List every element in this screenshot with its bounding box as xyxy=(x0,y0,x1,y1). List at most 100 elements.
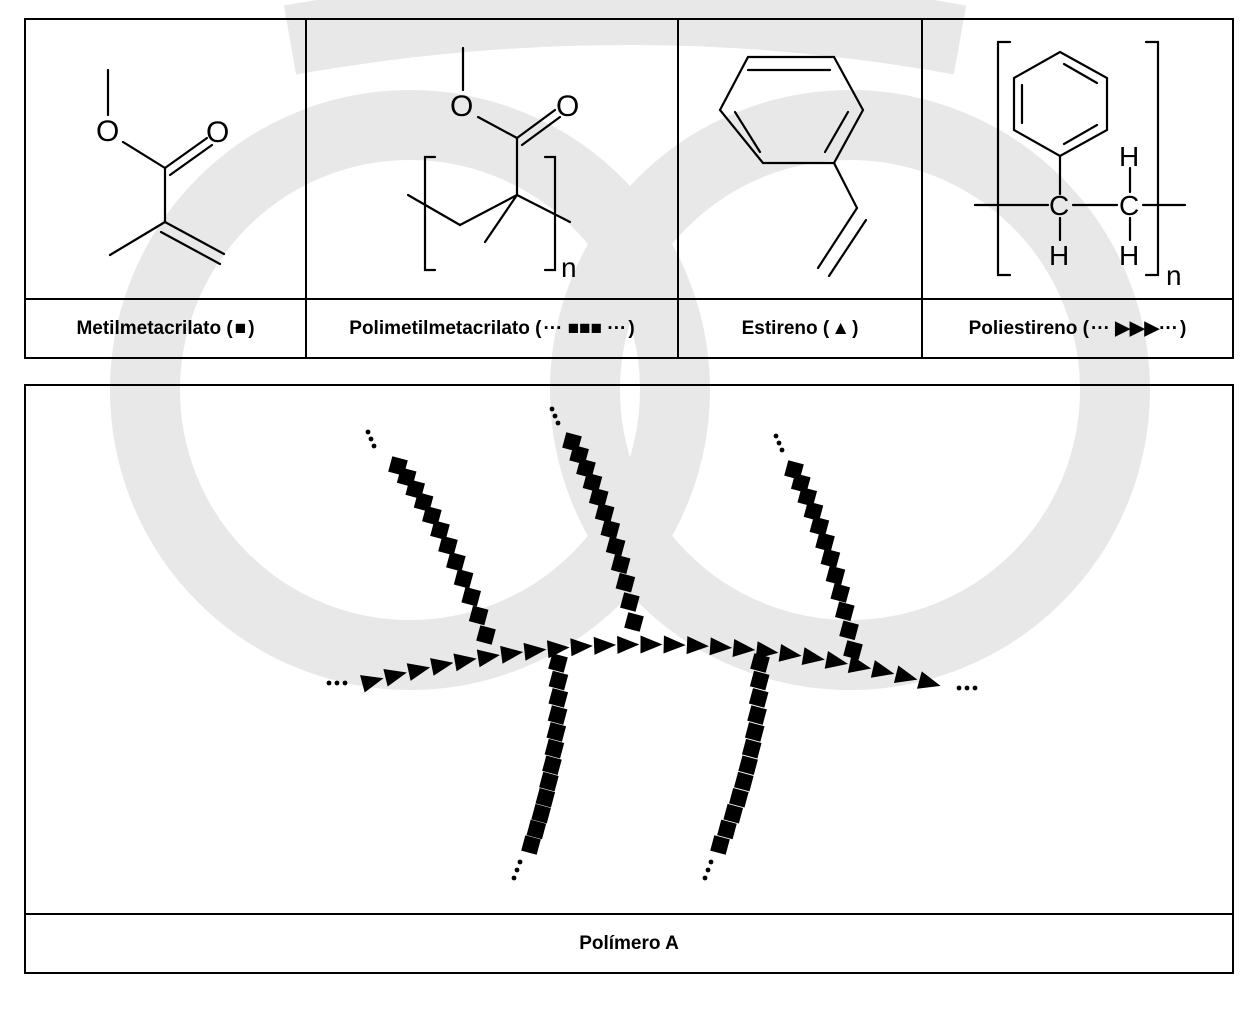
mma-square xyxy=(610,554,631,574)
label-polimetilmetacrilato: Polimetilmetacrilato (··· ■■■ ···) xyxy=(349,317,635,339)
mma-square xyxy=(453,568,474,589)
mma-square xyxy=(588,487,609,508)
styrene-triangle xyxy=(617,635,640,654)
mma-square xyxy=(820,548,841,569)
styrene-triangle xyxy=(476,649,500,668)
mma-square xyxy=(468,605,489,626)
styrene-triangle xyxy=(801,647,825,665)
mma-square xyxy=(600,519,621,540)
ellipsis-dot xyxy=(326,680,332,686)
ellipsis-dot xyxy=(552,413,558,419)
compound-table xyxy=(24,18,1234,359)
styrene-triangle xyxy=(755,641,779,660)
styrene-triangle xyxy=(453,653,477,672)
compound-name: Metilmetacrilato xyxy=(76,317,222,339)
ellipsis-dot xyxy=(972,685,978,691)
mma-square xyxy=(548,688,569,708)
mma-square xyxy=(620,592,640,612)
mma-square xyxy=(476,625,496,645)
mma-square xyxy=(803,501,824,521)
mma-square xyxy=(542,755,562,776)
styrene-triangle xyxy=(870,660,895,678)
compound-name: Polimetilmetacrilato xyxy=(349,317,530,339)
mma-square xyxy=(738,755,758,776)
styrene-triangle xyxy=(383,668,407,687)
mma-square xyxy=(615,572,636,593)
mma-square xyxy=(809,516,830,536)
table-row-divider xyxy=(24,298,1234,300)
mma-square xyxy=(548,653,568,673)
atom-label: O xyxy=(556,90,579,123)
ellipsis-dot xyxy=(334,680,340,686)
styrene-triangle xyxy=(686,636,709,655)
ellipsis-dot xyxy=(511,875,517,881)
triangle-chain-symbol: ··· ▶▶▶··· xyxy=(1090,318,1179,339)
mma-square xyxy=(461,586,481,607)
mma-square xyxy=(717,819,737,840)
mma-square xyxy=(749,670,770,691)
mma-square xyxy=(521,835,541,855)
mma-square xyxy=(790,473,811,493)
styrene-triangle xyxy=(523,642,547,661)
atom-label: O xyxy=(450,90,473,123)
mma-square xyxy=(797,486,818,507)
mma-square xyxy=(741,738,762,759)
mma-square xyxy=(748,688,769,708)
ellipsis-dot xyxy=(371,443,377,449)
styrene-triangle xyxy=(732,639,756,657)
mma-square xyxy=(723,803,744,824)
mma-square xyxy=(605,536,626,557)
atom-label: O xyxy=(206,116,229,149)
repeat-index: n xyxy=(561,252,577,283)
ellipsis-dot xyxy=(779,447,785,453)
square-chain-symbol: ··· ■■■ ··· xyxy=(543,317,627,339)
polymer-panel xyxy=(24,384,1234,974)
mma-square xyxy=(422,505,442,526)
mma-square xyxy=(546,722,567,742)
ellipsis-dot xyxy=(708,859,714,865)
styrene-triangle xyxy=(593,636,617,655)
mma-square xyxy=(734,771,754,792)
mma-square xyxy=(438,535,458,556)
mma-square xyxy=(744,722,765,742)
ellipsis-dot xyxy=(549,406,555,412)
polymer-divider xyxy=(24,913,1234,915)
ellipsis-dot xyxy=(773,433,779,439)
label-poliestireno: Poliestireno (··· ▶▶▶···) xyxy=(968,317,1187,340)
compound-name: Poliestireno xyxy=(968,317,1078,339)
mma-square xyxy=(548,670,569,691)
table-col-divider xyxy=(305,18,307,359)
atom-label: H xyxy=(1049,240,1069,271)
styrene-triangle xyxy=(893,665,918,683)
styrene-triangle xyxy=(406,663,431,681)
mma-square xyxy=(729,787,749,808)
mma-square xyxy=(710,835,730,855)
ellipsis-dot xyxy=(776,440,782,446)
mma-square xyxy=(594,503,615,523)
mma-square xyxy=(539,771,559,792)
mma-square xyxy=(547,705,568,725)
mma-square xyxy=(531,803,551,824)
ellipsis-dot xyxy=(555,420,561,426)
ellipsis-dot xyxy=(702,875,708,881)
styrene-triangle xyxy=(500,645,524,664)
table-col-divider xyxy=(677,18,679,359)
table-col-divider xyxy=(921,18,923,359)
mma-square xyxy=(835,601,855,622)
ellipsis-dot xyxy=(517,859,523,865)
atom-label: O xyxy=(96,115,119,148)
ellipsis-dot xyxy=(365,429,371,435)
atom-label: H xyxy=(1119,141,1139,172)
ellipsis-dot xyxy=(368,436,374,442)
mma-square xyxy=(747,705,767,725)
atom-label: H xyxy=(1119,240,1139,271)
square-symbol: ■ xyxy=(234,317,247,339)
styrene-triangle xyxy=(360,675,384,693)
repeat-index: n xyxy=(1166,260,1182,291)
styrene-triangle xyxy=(570,638,593,657)
label-metilmetacrilato: Metilmetacrilato (■) xyxy=(76,317,255,339)
styrene-triangle xyxy=(430,658,454,676)
mma-square xyxy=(825,565,846,586)
styrene-triangle xyxy=(824,650,848,669)
styrene-triangle xyxy=(847,655,872,673)
